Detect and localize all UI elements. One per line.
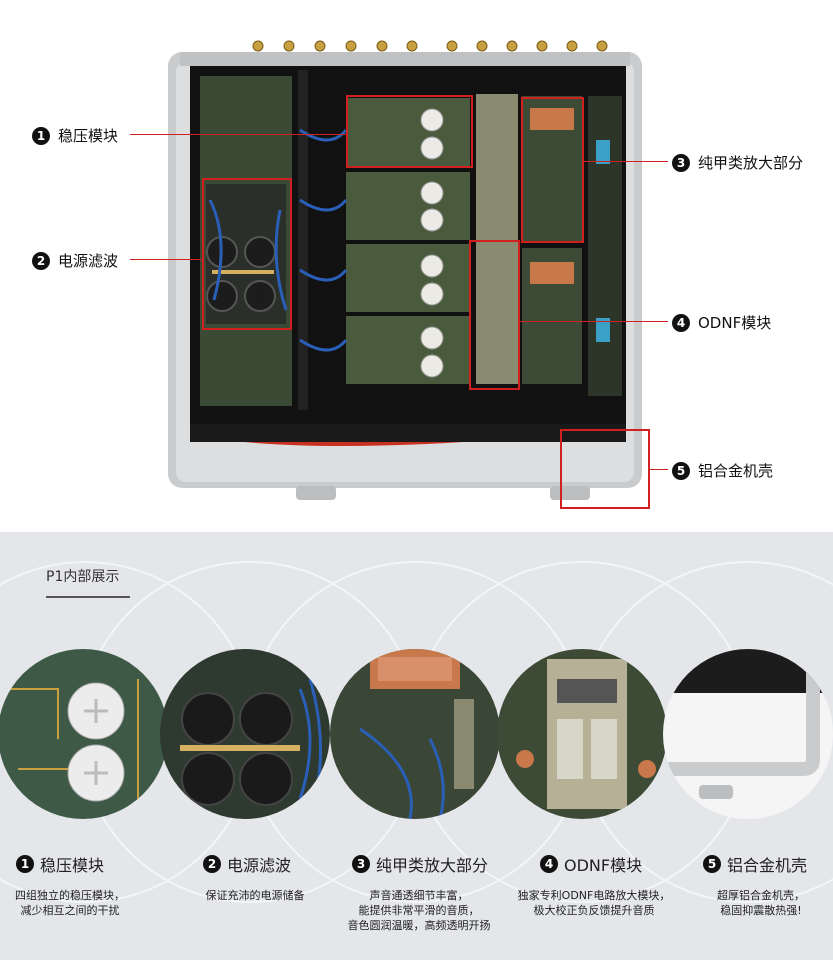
callout-label: 纯甲类放大部分 bbox=[698, 154, 804, 172]
number-badge: 4 bbox=[540, 855, 558, 873]
callout-line-3 bbox=[583, 161, 668, 162]
callout-line-1 bbox=[130, 134, 346, 135]
feature-title-text: 稳压模块 bbox=[40, 856, 105, 875]
regulator-highlight-box bbox=[346, 95, 473, 168]
regulator-closeup bbox=[0, 649, 168, 819]
regulator-closeup-image bbox=[0, 649, 168, 819]
section-title-underline bbox=[46, 596, 130, 598]
feature-title-text: 纯甲类放大部分 bbox=[376, 856, 489, 875]
feature-title-power-filter: 2 电源滤波 bbox=[203, 852, 291, 876]
feature-showcase-section: P1内部展示 bbox=[0, 532, 833, 960]
chassis-highlight-box bbox=[560, 429, 650, 509]
power-filter-closeup bbox=[160, 649, 330, 819]
callout-odnf: 4 ODNF模块 bbox=[672, 312, 771, 333]
chassis-closeup-image bbox=[663, 649, 833, 819]
feature-title-chassis: 5 铝合金机壳 bbox=[703, 852, 807, 876]
internal-view-section: 1 稳压模块 2 电源滤波 3 纯甲类放大部分 4 ODNF模块 5 铝合金机壳 bbox=[32, 40, 804, 509]
feature-title-text: ODNF模块 bbox=[564, 856, 643, 875]
odnf-closeup-image bbox=[497, 649, 667, 819]
callout-power-filter: 2 电源滤波 bbox=[32, 250, 118, 271]
class-a-closeup-image bbox=[330, 649, 500, 819]
number-badge: 2 bbox=[203, 855, 221, 873]
class-a-closeup bbox=[330, 649, 500, 819]
feature-desc-odnf: 独家专利ODNF电路放大模块， 极大校正负反馈提升音质 bbox=[517, 889, 671, 917]
odnf-highlight-box bbox=[469, 240, 520, 390]
number-badge: 3 bbox=[672, 153, 690, 172]
class-a-highlight-box bbox=[521, 97, 584, 243]
feature-desc-chassis: 超厚铝合金机壳， 稳固抑震散热强! bbox=[717, 889, 805, 917]
number-badge: 4 bbox=[672, 313, 690, 332]
feature-title-text: 电源滤波 bbox=[227, 856, 292, 875]
number-badge: 3 bbox=[352, 855, 370, 873]
callout-class-a: 3 纯甲类放大部分 bbox=[672, 152, 803, 173]
feature-title-odnf: 4 ODNF模块 bbox=[540, 852, 642, 876]
feature-desc-class-a: 声音通透细节丰富， 能提供非常平滑的音质， 音色圆润温暖，高频透明开扬 bbox=[347, 889, 491, 932]
section-title: P1内部展示 bbox=[46, 569, 120, 585]
callout-line-2 bbox=[130, 259, 204, 260]
callout-label: ODNF模块 bbox=[698, 314, 772, 332]
callout-label: 稳压模块 bbox=[58, 127, 119, 145]
power-filter-closeup-image bbox=[160, 649, 330, 819]
filter-highlight-box bbox=[202, 178, 292, 330]
feature-title-text: 铝合金机壳 bbox=[727, 856, 808, 875]
number-badge: 5 bbox=[672, 461, 690, 480]
amplifier-internal-photo bbox=[168, 40, 642, 500]
callout-label: 电源滤波 bbox=[58, 252, 119, 270]
number-badge: 1 bbox=[32, 126, 50, 145]
number-badge: 2 bbox=[32, 251, 50, 270]
feature-desc-power-filter: 保证充沛的电源储备 bbox=[205, 889, 305, 902]
number-badge: 5 bbox=[703, 855, 721, 873]
feature-title-regulator: 1 稳压模块 bbox=[16, 852, 104, 876]
feature-title-class-a: 3 纯甲类放大部分 bbox=[352, 852, 488, 876]
odnf-closeup bbox=[497, 649, 667, 819]
callout-line-4 bbox=[519, 321, 668, 322]
callout-line-5 bbox=[650, 469, 668, 470]
chassis-closeup bbox=[663, 649, 833, 819]
number-badge: 1 bbox=[16, 855, 34, 873]
callout-regulator: 1 稳压模块 bbox=[32, 125, 118, 146]
callout-chassis: 5 铝合金机壳 bbox=[672, 460, 773, 481]
feature-desc-regulator: 四组独立的稳压模块， 减少相互之间的干扰 bbox=[15, 889, 125, 917]
callout-label: 铝合金机壳 bbox=[698, 462, 774, 480]
